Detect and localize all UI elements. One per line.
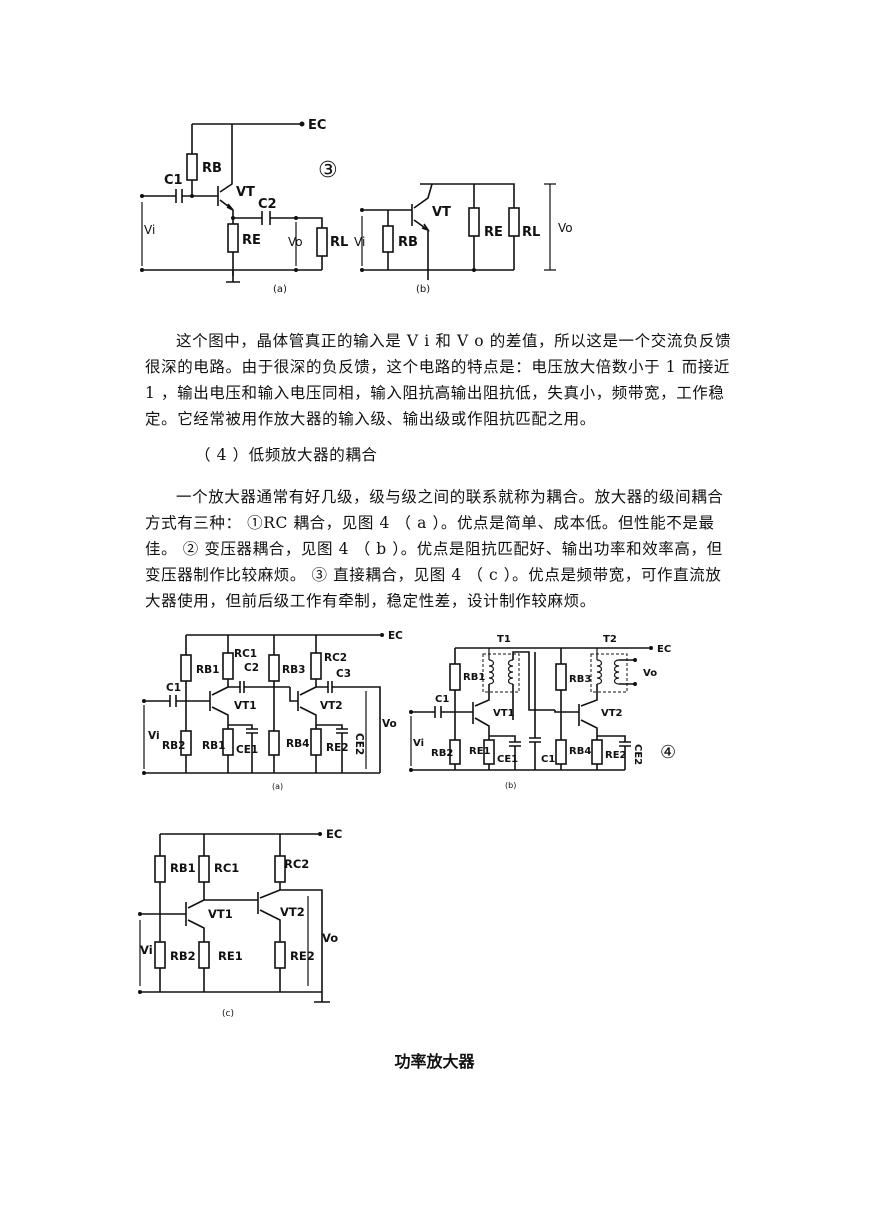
- resistor-re2: [310, 728, 322, 756]
- resistor-rb1: [180, 654, 192, 682]
- label-rb1: RB1: [196, 664, 219, 676]
- caption-a: (a): [273, 284, 287, 295]
- label-rc2: RC2: [284, 857, 309, 871]
- figure4b-circuit: T1 T2 EC RB1 RB3 Vo C1 VT1 VT2 Vi RB2 RE…: [409, 634, 671, 790]
- resistor-rc1: [198, 855, 210, 883]
- label-vt: VT: [236, 185, 255, 200]
- label-ce2: CE2: [632, 744, 643, 765]
- resistor-re: [468, 207, 480, 237]
- resistor-rb3: [555, 663, 567, 691]
- label-vo: Vo: [643, 668, 657, 679]
- resistor-re2: [591, 739, 603, 765]
- label-vt: VT: [432, 205, 451, 220]
- label-c1: C1: [166, 682, 181, 694]
- label-vt2: VT2: [601, 708, 623, 719]
- label-vt2: VT2: [320, 700, 343, 712]
- label-rb2: RB2: [170, 949, 196, 963]
- label-c3: C3: [336, 668, 351, 680]
- label-rb3: RB3: [282, 664, 305, 676]
- resistor-rb2: [154, 941, 166, 969]
- label-re: RE: [242, 233, 261, 248]
- label-rc1: RC1: [234, 648, 257, 660]
- resistor-rb4: [268, 730, 280, 756]
- label-ce1: CE1: [497, 754, 518, 765]
- label-rb1: RB1: [170, 861, 196, 875]
- resistor-rb3: [268, 654, 280, 682]
- caption-b: (b): [505, 781, 516, 790]
- section-title: （ 4 ）低频放大器的耦合: [195, 446, 378, 464]
- resistor-rl: [508, 207, 520, 237]
- label-ec: EC: [326, 827, 342, 841]
- label-c1b: C1: [541, 754, 555, 765]
- label-c2: C2: [258, 197, 277, 212]
- label-rl: RL: [522, 225, 540, 240]
- label-rb2: RB2: [431, 748, 453, 759]
- label-rb: RB: [202, 161, 222, 176]
- label-rc1: RC1: [214, 861, 239, 875]
- figure4c-circuit: EC RB1 RC1 RC2 VT1 VT2 Vi Vo RB2 RE1 RE2…: [138, 827, 342, 1019]
- label-t1: T1: [497, 634, 511, 645]
- label-re1: RE1: [218, 949, 243, 963]
- paragraph-1: 这个图中，晶体管真正的输入是 V i 和 V o 的差值，所以这是一个交流负反馈…: [145, 332, 732, 428]
- label-re: RE: [484, 225, 503, 240]
- paragraph-2: 一个放大器通常有好几级，级与级之间的联系就称为耦合。放大器的级间耦合方式有三种：…: [145, 488, 724, 610]
- label-ce1: CE1: [236, 744, 258, 756]
- label-vt2: VT2: [280, 905, 305, 919]
- label-rl: RL: [330, 235, 348, 250]
- label-vi: Vi: [148, 730, 160, 742]
- label-ec: EC: [308, 118, 326, 133]
- label-re1: RE1: [469, 746, 491, 757]
- label-ce2: CE2: [353, 733, 365, 755]
- label-t2: T2: [603, 634, 617, 645]
- resistor-re2: [274, 941, 286, 969]
- section-heading: 功率放大器: [394, 1052, 475, 1071]
- label-re1: RB1: [202, 740, 225, 752]
- figure3b-circuit: VT Vi RB RE RL Vo (b): [354, 183, 573, 295]
- label-re2: RE2: [290, 949, 315, 963]
- resistor-re: [227, 223, 239, 253]
- label-vi: Vi: [144, 223, 155, 237]
- label-rb1: RB1: [463, 672, 485, 683]
- resistor-rc2: [274, 855, 286, 883]
- figure4a-circuit: EC RB1 RC1 C2 RB3 RC2 C1 C3 VT1 VT2 Vi V…: [142, 630, 403, 791]
- resistor-re1: [198, 941, 210, 969]
- label-vi: Vi: [354, 235, 365, 249]
- resistor-rb: [186, 153, 198, 181]
- label-vi: Vi: [140, 943, 153, 957]
- resistor-rl: [316, 227, 328, 257]
- label-vo: Vo: [322, 931, 338, 945]
- resistor-rc2: [310, 652, 322, 680]
- label-rb4: RB4: [286, 738, 309, 750]
- label-vi: Vi: [413, 738, 424, 749]
- label-ec: EC: [657, 644, 671, 655]
- label-vo: Vo: [382, 718, 397, 730]
- label-vo: Vo: [558, 221, 573, 235]
- label-rb2: RB2: [162, 740, 185, 752]
- label-c2: C2: [244, 662, 259, 674]
- label-vt1: VT1: [208, 907, 233, 921]
- resistor-rc1: [222, 652, 234, 680]
- figure3a-circuit: EC RB VT C1 C2 Vi RE Vo RL (a): [140, 118, 348, 295]
- label-rb: RB: [398, 235, 418, 250]
- resistor-rb4: [555, 739, 567, 765]
- resistor-rb1: [449, 663, 461, 691]
- caption-c: (c): [222, 1009, 234, 1019]
- label-rb3: RB3: [569, 674, 591, 685]
- resistor-rb1: [154, 855, 166, 883]
- label-vt1: VT1: [234, 700, 257, 712]
- caption-b: (b): [416, 284, 430, 295]
- label-vt1: VT1: [493, 708, 515, 719]
- figure4-marker: ④: [660, 742, 677, 763]
- label-vo: Vo: [288, 235, 303, 249]
- resistor-rb: [382, 225, 394, 253]
- label-rb4: RB4: [569, 746, 591, 757]
- label-rc2: RC2: [324, 652, 347, 664]
- figure3-marker: ③: [318, 158, 338, 183]
- label-c1: C1: [435, 694, 449, 705]
- label-re2: RE2: [326, 742, 349, 754]
- label-re2: RE2: [605, 750, 627, 761]
- label-ec: EC: [388, 630, 403, 642]
- label-c1: C1: [164, 173, 183, 188]
- caption-a: (a): [272, 782, 283, 791]
